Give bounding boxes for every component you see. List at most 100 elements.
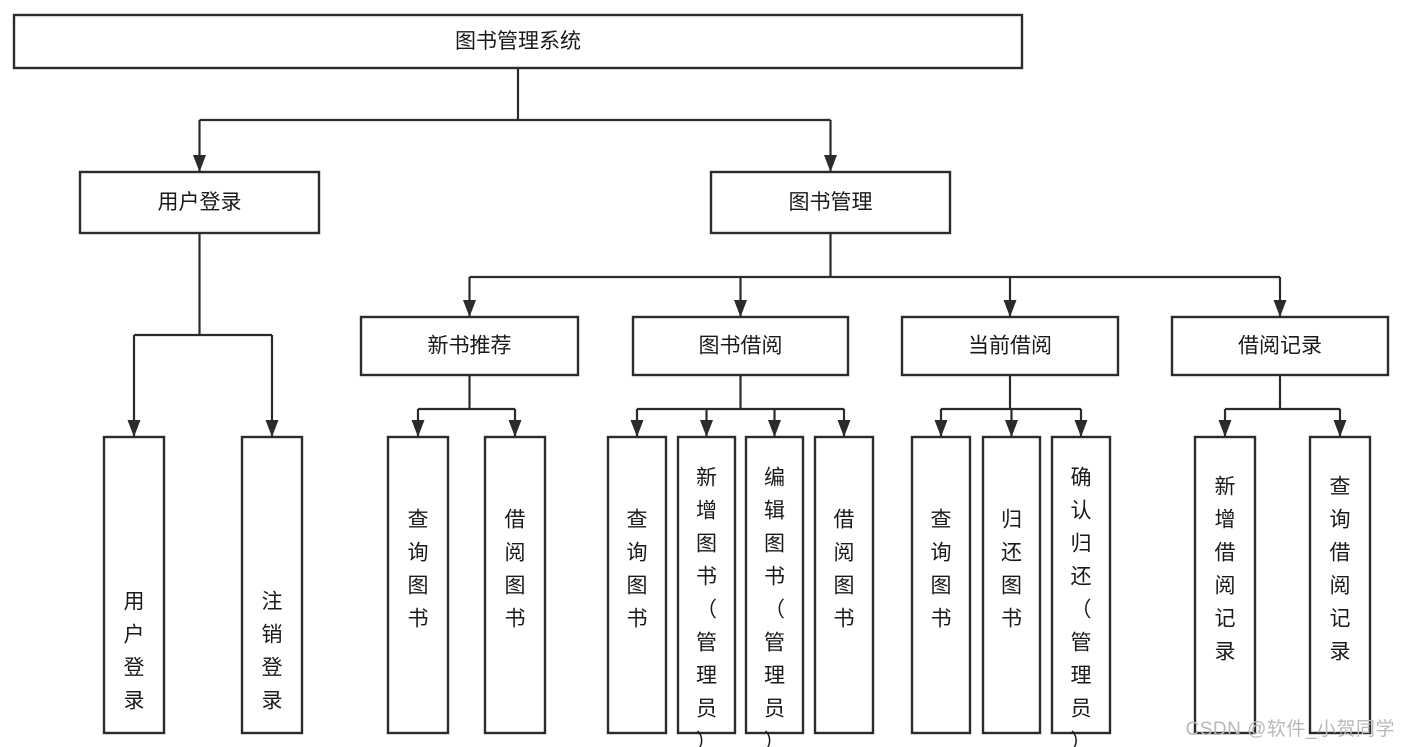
node-label-char: 书 [1001,608,1022,631]
node-label-char: 管 [1071,632,1092,655]
node-new-book-recommend[interactable]: 新书推荐 [359,315,580,377]
node-label-char: 图 [696,533,717,556]
node-label-char: 图 [931,575,952,598]
arrow-head [837,420,851,437]
node-box[interactable] [1170,315,1390,377]
node-box[interactable] [102,435,166,735]
arrow-head [127,420,141,437]
node-label-char: 询 [931,542,952,565]
node-label: 图书管理系统 [455,30,581,53]
arrow-head [1005,420,1018,437]
node-user-login[interactable]: 用户登录 [78,170,321,235]
node-label: 图书管理 [789,191,873,214]
node-label-char: 新 [1215,476,1236,499]
node-box[interactable] [981,435,1042,735]
node-label-char: 管 [764,632,785,655]
node-box[interactable] [359,315,580,377]
node-label-char: 认 [1071,500,1092,523]
arrow-head [411,420,425,437]
node-label-char: ） [764,731,785,747]
node-label-char: 图 [764,533,785,556]
node-box[interactable] [631,315,850,377]
node-label-char: 借 [505,509,526,532]
node-label-char: 还 [1071,566,1092,589]
node-label-char: 确 [1071,467,1092,490]
node-box[interactable] [1193,435,1257,735]
arrow-head [1218,420,1232,437]
node-label-char: 图 [627,575,648,598]
arrow-head [768,420,781,437]
node-label-char: 户 [124,624,145,647]
node-box[interactable] [676,435,737,735]
node-box[interactable] [813,435,875,735]
node-box[interactable] [483,435,547,735]
node-label-char: 辑 [764,500,785,523]
node-label-char: 借 [1330,542,1351,565]
node-label-char: 登 [124,657,145,680]
node-leaf-user-login[interactable]: 用户登录 [102,435,166,735]
node-label-char: 理 [696,665,717,688]
node-label-char: 录 [1330,641,1351,664]
node-label-char: 还 [1001,542,1022,565]
arrow-head [700,420,713,437]
node-label-char: 书 [696,566,717,589]
node-label-char: 书 [931,608,952,631]
node-label-char: 书 [627,608,648,631]
connectors-layer [127,68,1347,437]
arrow-head [265,420,279,437]
node-current-borrow[interactable]: 当前借阅 [900,315,1120,377]
node-label-char: 新 [696,467,717,490]
node-book-management[interactable]: 图书管理 [709,170,952,235]
node-label-char: 书 [505,608,526,631]
node-label-char: 书 [764,566,785,589]
arrow-head [934,420,948,437]
node-box[interactable] [910,435,972,735]
node-box[interactable] [240,435,304,735]
node-label-char: 询 [1330,509,1351,532]
node-box[interactable] [709,170,952,235]
node-box[interactable] [744,435,805,735]
node-label-char: 理 [1071,665,1092,688]
node-label-char: 图 [505,575,526,598]
node-box[interactable] [606,435,668,735]
node-label-char: 归 [1001,509,1022,532]
node-box[interactable] [12,13,1024,70]
node-label-char: 登 [262,657,283,680]
arrow-head [1074,420,1088,437]
node-label-char: 录 [262,690,283,713]
node-label-char: （ [696,599,717,622]
node-borrow-record[interactable]: 借阅记录 [1170,315,1390,377]
node-box[interactable] [386,435,450,735]
node-label-char: 书 [834,608,855,631]
node-root[interactable]: 图书管理系统 [12,13,1024,70]
node-label: 用户登录 [158,191,242,214]
arrow-head [193,155,206,172]
arrow-head [1333,420,1347,437]
node-label-char: 询 [627,542,648,565]
node-box[interactable] [900,315,1120,377]
arrow-head [1003,300,1017,317]
arrow-head [1273,300,1287,317]
node-book-borrow[interactable]: 图书借阅 [631,315,850,377]
node-label-char: （ [764,599,785,622]
node-box[interactable] [78,170,321,235]
node-label-char: 编 [764,467,785,490]
node-box[interactable] [1050,435,1112,735]
node-box[interactable] [1308,435,1372,735]
node-label-char: 理 [764,665,785,688]
arrow-head [463,300,476,317]
node-label-char: 归 [1071,533,1092,556]
